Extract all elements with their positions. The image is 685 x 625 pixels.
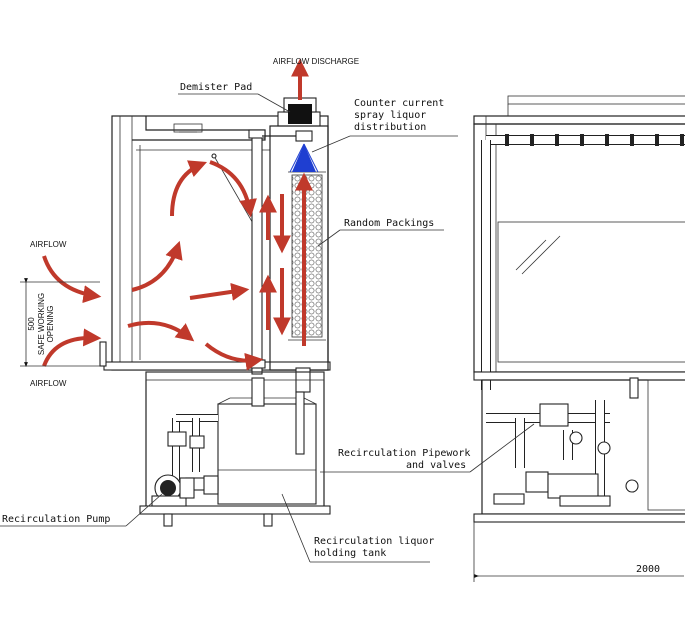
recirc-pump-label: Recirculation Pump	[2, 514, 110, 525]
airflow-discharge-label: AIRFLOW DISCHARGE	[273, 57, 359, 66]
demister-pad	[288, 104, 312, 124]
width-dimension-value: 2000	[636, 564, 660, 575]
opening-label-line1: SAFE WORKING	[37, 293, 46, 355]
left-pipework	[167, 414, 219, 495]
width-dimension: 2000	[473, 522, 684, 582]
random-packings-label: Random Packings	[344, 218, 434, 229]
airflow-arrow	[170, 160, 208, 217]
lower-cabinet	[139, 371, 331, 527]
recirc-pipework-label-line2: and valves	[406, 460, 466, 471]
airflow-label-bottom: AIRFLOW	[30, 379, 67, 388]
holding-tank-label-line1: Recirculation liquor	[314, 536, 434, 547]
counter-current-label-line3: distribution	[354, 122, 426, 133]
scrubber-tower	[248, 97, 329, 393]
holding-tank-label-line2: holding tank	[314, 548, 386, 559]
valve	[569, 431, 583, 445]
opening-dimension: 500 SAFE WORKING OPENING	[20, 278, 100, 367]
right-cabinet-frame	[473, 123, 685, 373]
airflow-arrows	[42, 58, 313, 371]
labels: AIRFLOW DISCHARGE Demister Pad Counter c…	[2, 57, 470, 559]
airflow-arrow	[204, 342, 264, 371]
valve	[597, 441, 611, 455]
right-elevation	[473, 95, 685, 523]
supply-riser-pipe	[251, 133, 263, 375]
airflow-in-arrow-bottom	[42, 328, 102, 367]
airflow-arrow	[131, 240, 183, 292]
valve	[167, 431, 187, 447]
airflow-arrow	[189, 282, 250, 301]
opening-label-line2: OPENING	[46, 306, 55, 343]
airflow-arrow	[127, 320, 195, 342]
right-pump	[547, 473, 599, 499]
callout-leaders	[0, 93, 535, 563]
recirculation-pump	[151, 474, 195, 507]
right-pipework	[486, 377, 639, 507]
random-packing-bed	[291, 174, 323, 338]
recirc-pipework-label-line1: Recirculation Pipework	[338, 448, 470, 459]
counter-current-label-line1: Counter current	[354, 98, 444, 109]
airflow-arrow	[209, 160, 257, 218]
airflow-label-top: AIRFLOW	[30, 240, 67, 249]
counter-current-label-line2: spray liquor	[354, 110, 426, 121]
demister-pad-label: Demister Pad	[180, 82, 252, 93]
opening-dimension-value: 500	[27, 317, 36, 331]
cabinet-light-fitting	[173, 123, 203, 133]
spray-header-joints	[505, 134, 684, 146]
sash-window	[497, 221, 685, 363]
airflow-in-arrow-top	[42, 255, 102, 304]
spray-nozzle	[289, 143, 319, 173]
